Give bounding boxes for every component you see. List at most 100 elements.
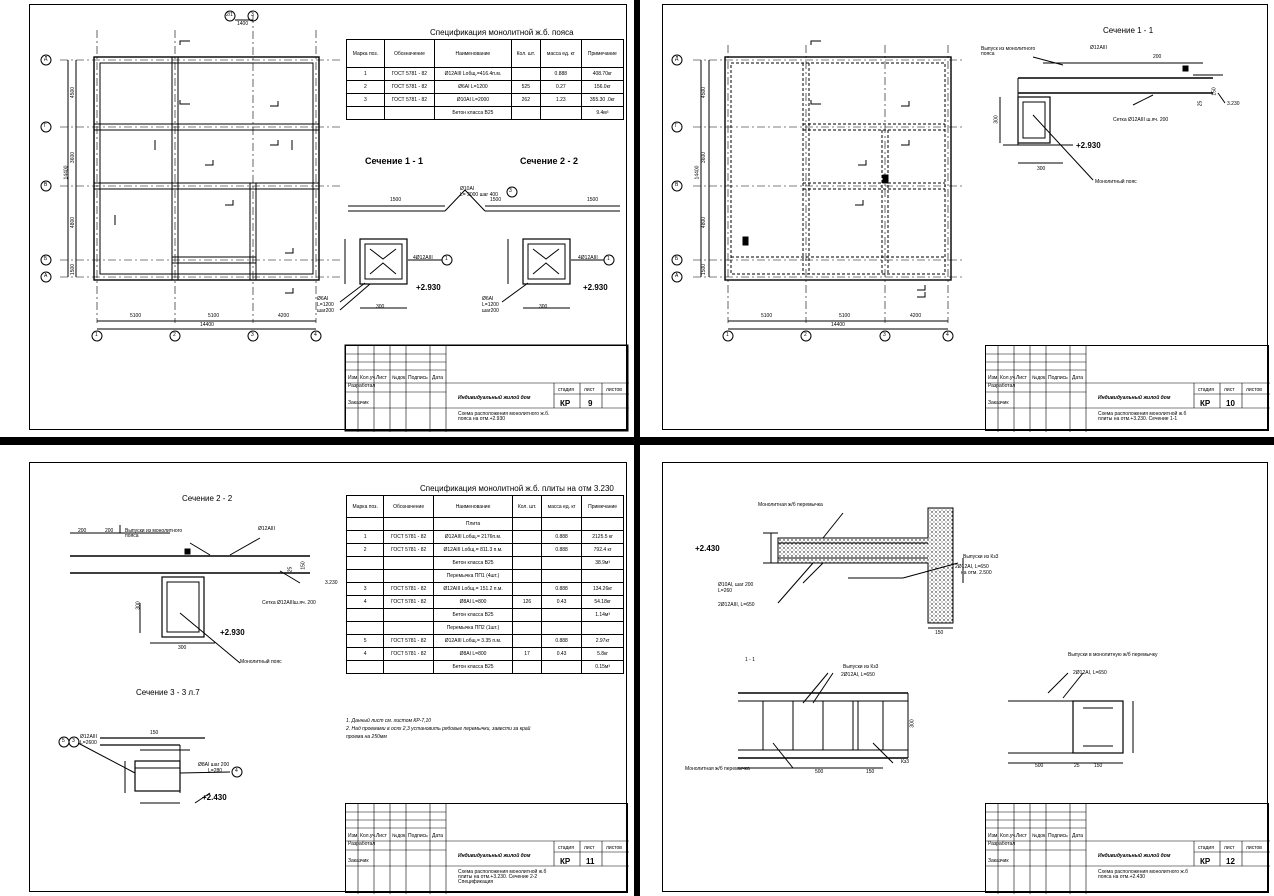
- level-2: 3.230: [1227, 101, 1240, 107]
- mark-3: 3: [72, 738, 75, 744]
- col-designation: Обозначение: [383, 495, 434, 518]
- dim-300b: 300: [1037, 166, 1046, 172]
- mesh-label: Сетка Ø12AIII ш.яч. 200: [1113, 117, 1169, 123]
- stirrup-label-2: L=260: [718, 588, 733, 594]
- table-row: Перемычка ПП1 (4шт.): [345, 569, 624, 583]
- axis-4: 4: [946, 332, 949, 338]
- dim-left-4: 1500: [701, 263, 708, 276]
- col-list: Лист: [1016, 375, 1027, 381]
- sheets-header: листов: [606, 387, 622, 393]
- col-note: Примечание: [580, 39, 625, 68]
- stamp-title: Индивидуальный жилой дом: [458, 395, 531, 401]
- sheet-number: 12: [1226, 857, 1235, 866]
- drawing-sheet-11: Сечение 2 - 2 Сечение 3 - 3 л.7 Выпуски …: [29, 462, 629, 894]
- stage-value: КР: [1200, 857, 1211, 866]
- axis-v: В: [44, 182, 48, 188]
- col-qty: Кол. шт.: [510, 39, 541, 68]
- col-note: Примечание: [581, 495, 624, 518]
- dim-bottom-3: 4200: [910, 313, 922, 319]
- developer-label: Разработал: [348, 841, 376, 847]
- sheets-header: листов: [606, 845, 622, 851]
- dim-left-3: 4800: [70, 216, 77, 229]
- spec-table: Марка поз. Обозначение Наименование Кол.…: [346, 39, 625, 120]
- level-2: 3.230: [325, 580, 338, 586]
- mark-3: 3: [509, 188, 512, 194]
- mark-5: 5: [62, 738, 65, 744]
- dim-150: 150: [935, 630, 944, 636]
- dim-left-1: 4500: [701, 86, 708, 99]
- col-doc: №док.: [1032, 833, 1047, 839]
- dim-300b: 300: [178, 645, 187, 651]
- title-block: Изм. Кол.уч. Лист №док. Подпись Дата Раз…: [985, 345, 1270, 432]
- level-label: +2.430: [695, 544, 720, 553]
- axis-2: 2: [804, 332, 807, 338]
- col-name: Наименование: [432, 495, 514, 518]
- axis-3: 3: [251, 332, 254, 338]
- dim-bottom-1: 5100: [130, 313, 142, 319]
- dim-500b: 500: [1035, 763, 1044, 769]
- axis-g: Г: [675, 123, 678, 129]
- col-sign: Подпись: [408, 375, 428, 381]
- section-2-2-title: Сечение 2 - 2: [182, 494, 233, 503]
- level-1: +2.930: [220, 628, 245, 637]
- axis-top-1: 2/1: [226, 12, 233, 18]
- dim-25: 25: [287, 566, 294, 573]
- out-kz-rebar: 2Ø12AI, L=650: [841, 672, 875, 678]
- dim-150: 150: [300, 561, 307, 570]
- dim-1500-b: 1500: [490, 197, 502, 203]
- col-sign: Подпись: [1048, 833, 1068, 839]
- col-izm: Изм.: [988, 833, 999, 839]
- outlet-kz-rebar: 2Ø12AI, L=650: [955, 564, 989, 570]
- dim-300: 300: [909, 719, 916, 728]
- sheet-number: 9: [588, 399, 593, 408]
- stamp-title: Индивидуальный жилой дом: [1098, 395, 1171, 401]
- level-1: +2.930: [1076, 141, 1101, 150]
- axis-d: Д: [44, 56, 48, 62]
- sheets-header: листов: [1246, 387, 1262, 393]
- stirrup-a: Ø6AI: [317, 296, 329, 302]
- section-1-1-title: Сечение 1 - 1: [365, 156, 423, 166]
- stamp-desc: Схема расположения монолитной ж.б плиты …: [1098, 411, 1187, 422]
- developer-label: Разработал: [348, 383, 376, 389]
- stamp-title: Индивидуальный жилой дом: [458, 853, 531, 859]
- rebar-5-len: L=2600: [80, 740, 97, 746]
- level-3: +2.430: [202, 793, 227, 802]
- stage-header: стадия: [558, 845, 574, 851]
- sheet-number: 10: [1226, 399, 1235, 408]
- rebar-label: Ø12AIII: [258, 526, 275, 532]
- dim-500: 500: [815, 769, 824, 775]
- col-list: Лист: [376, 833, 387, 839]
- dim-300: 300: [993, 115, 1000, 124]
- developer-label: Разработал: [988, 383, 1016, 389]
- dim-25: 25: [1074, 763, 1080, 769]
- rebar-label: Ø12AIII: [1090, 45, 1107, 51]
- out-mon-rebar: 2Ø12AI, L=650: [1073, 670, 1107, 676]
- drawing-sheet-9: Спецификация монолитной ж.б. пояса Марка…: [29, 4, 629, 432]
- axis-v: В: [675, 182, 679, 188]
- sheet-header: лист: [584, 387, 595, 393]
- axis-g: Г: [44, 123, 47, 129]
- axis-3: 3: [883, 332, 886, 338]
- outlet-label: Выпуски из монолитного пояса: [125, 528, 183, 539]
- dim-300-b: 300: [539, 304, 548, 310]
- spec-title: Спецификация монолитной ж.б. плиты на от…: [420, 484, 614, 493]
- out-kz-label: Выпуски из Кз3: [843, 664, 879, 670]
- col-izm: Изм.: [988, 375, 999, 381]
- axis-4: 4: [314, 332, 317, 338]
- rebar-5: Ø12AIII: [80, 734, 97, 740]
- stirrup-a-3: шаг200: [317, 308, 334, 314]
- col-kol: Кол.уч.: [1000, 375, 1017, 381]
- dim-bottom-1: 5100: [761, 313, 773, 319]
- col-kol: Кол.уч.: [1000, 833, 1017, 839]
- col-kol: Кол.уч.: [360, 375, 377, 381]
- belt-label: Монолитный пояс: [240, 659, 282, 665]
- stirrup-a-2: L=1200: [317, 302, 334, 308]
- drawing-sheet-10: Сечение 1 - 1 Выпуск из монолитного пояс…: [662, 4, 1270, 432]
